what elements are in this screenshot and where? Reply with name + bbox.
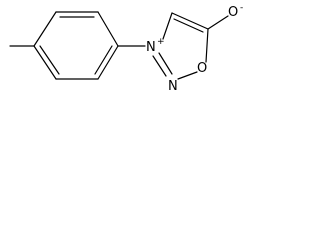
ring-bond-n3-c4: [162, 12, 173, 40]
oxadiazolium-ring: [152, 12, 209, 80]
benzene-bond-6: [33, 45, 57, 80]
benzene-bond-4: [97, 45, 119, 80]
oxygen-label-ring: O: [197, 61, 207, 76]
ring-double-bond-n2-n3: [152, 55, 167, 77]
positive-charge-label: +: [157, 37, 165, 47]
negative-charge-label: -: [240, 3, 243, 13]
ring-bond-c5-o1: [205, 28, 209, 63]
benzene-bond-3: [97, 11, 119, 47]
exocyclic-oxygen-bond: [207, 15, 229, 30]
ring-bond-o1-n2: [177, 71, 198, 80]
molecule-diagram: N + N O O -: [9, 3, 243, 94]
oxygen-label-exocyclic: O: [228, 5, 238, 20]
nitrogen-label-cationic: N: [146, 40, 156, 55]
ring-double-bond-c4-c5: [173, 18, 204, 33]
benzene-double-bond-left: [39, 45, 60, 75]
ring-bond-n2-n3: [158, 52, 173, 75]
ring-bond-c4-c5: [171, 12, 209, 30]
benzene-double-bond-right: [94, 45, 113, 75]
nitrogen-label-ring: N: [168, 79, 178, 94]
benzene-bond-1: [33, 11, 57, 47]
benzene-ring: [33, 11, 119, 80]
